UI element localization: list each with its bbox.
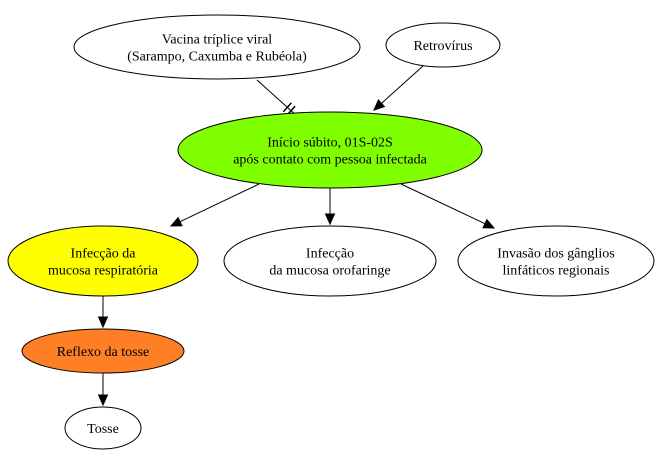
node-label: mucosa respiratória [48,264,159,279]
node-tosse: Tosse [64,406,142,450]
node-vacina: Vacina tríplice viral (Sarampo, Caxumba e… [73,14,361,80]
inhibit-bar [282,102,292,113]
node-label: Invasão dos gânglios [497,247,614,262]
node-label: Reflexo da tosse [57,345,150,360]
node-inicio: Início súbito, 01S-02S após contato com p… [177,111,483,189]
edge-reflexo-tosse-to-tosse [97,373,109,407]
node-ellipse [385,22,501,68]
node-ellipse [21,328,185,374]
node-infeccao-orofaringe: Infecção da mucosa orofaringe [223,225,437,297]
edge-line [256,79,298,117]
edge-vacina-to-inicio [256,79,298,117]
node-invasao-ganglios: Invasão dos gânglios linfáticos regionais [457,225,655,297]
node-ellipse [64,406,142,450]
node-ellipse [223,225,437,297]
arrowhead [97,316,109,329]
node-label: Vacina tríplice viral [162,33,273,48]
edge-inicio-to-infeccao-orofaringe [324,188,336,226]
node-ellipse [177,111,483,189]
node-label: Tosse [87,422,119,437]
edge-line [381,65,424,104]
node-label: (Sarampo, Caxumba e Rubéola) [127,50,307,65]
arrowhead [324,213,336,226]
edges-layer [97,65,496,407]
node-reflexo-tosse: Reflexo da tosse [21,328,185,374]
node-label: após contato com pessoa infectada [233,153,427,168]
node-infeccao-respiratoria: Infecção da mucosa respiratória [7,225,199,297]
edge-inicio-to-infeccao-respiratoria [169,183,260,227]
node-retrovirus: Retrovírus [385,22,501,68]
nodes-layer: Vacina tríplice viral (Sarampo, Caxumba e… [7,14,655,450]
arrowhead [169,216,183,227]
node-label: Início súbito, 01S-02S [267,136,393,151]
arrowhead [373,99,386,111]
edge-retrovirus-to-inicio [373,65,424,111]
node-label: Retrovírus [413,39,472,54]
node-label: Infecção [306,247,354,262]
edge-line [400,183,486,225]
node-label: Infecção da [71,247,137,262]
edge-infeccao-respiratoria-to-reflexo-tosse [97,296,109,329]
node-ellipse [73,14,361,80]
edge-inicio-to-invasao-ganglios [400,183,496,229]
node-ellipse [457,225,655,297]
node-ellipse [7,225,199,297]
edge-line [179,183,260,223]
node-label: da mucosa orofaringe [269,264,390,279]
arrowhead [482,218,496,229]
arrowhead [97,394,109,407]
node-label: linfáticos regionais [503,264,610,279]
